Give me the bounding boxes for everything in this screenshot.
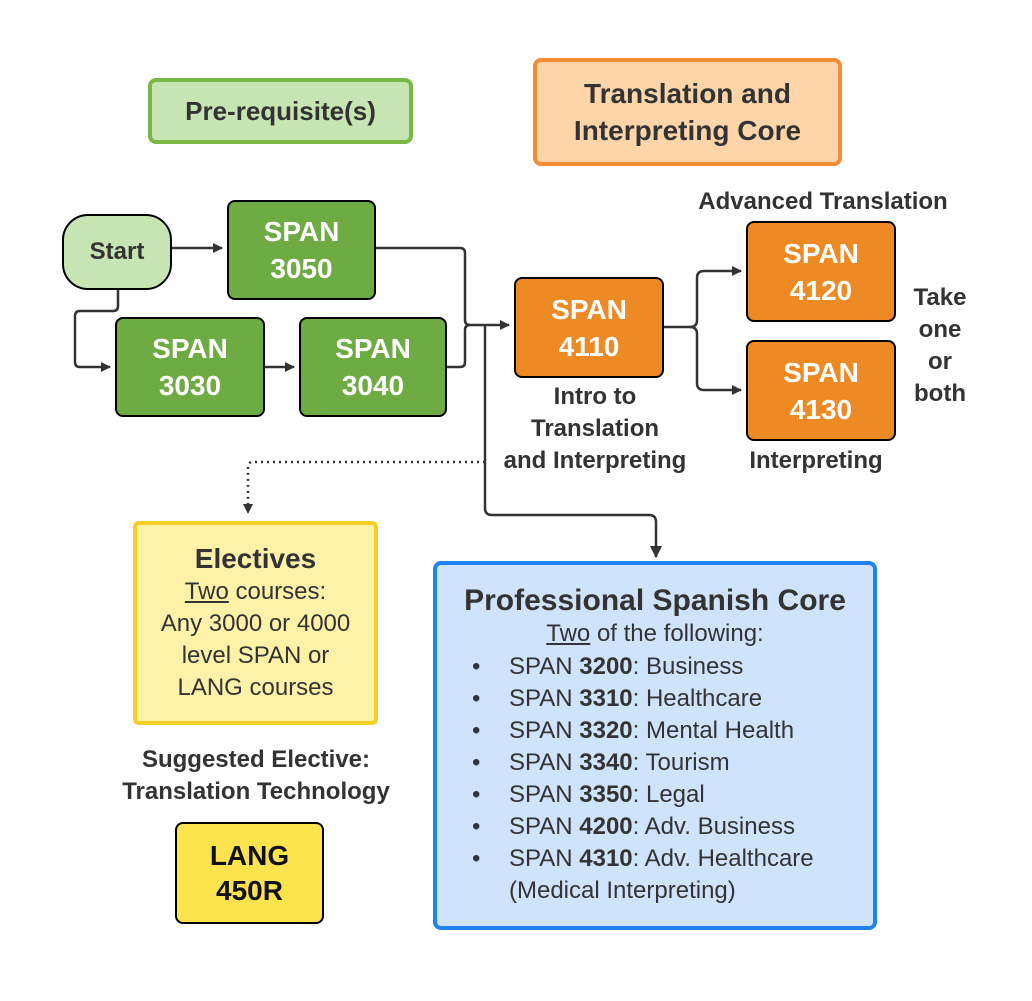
core-course-list: •SPAN 3200: Business •SPAN 3310: Healthc…: [437, 651, 873, 907]
list-item-continuation: (Medical Interpreting): [437, 875, 873, 907]
course-span-3030: SPAN 3030: [115, 317, 265, 417]
bullet-icon: •: [472, 685, 481, 712]
course-number: 3050: [270, 253, 333, 284]
label-or: or: [928, 348, 952, 375]
list-item: •SPAN 3340: Tourism: [437, 747, 873, 779]
course-number: 4120: [789, 274, 853, 306]
list-item: •SPAN 3320: Mental Health: [437, 715, 873, 747]
course-number: 4130: [789, 393, 853, 425]
arrow-3050-4110: [376, 246, 510, 330]
core-title: Professional Spanish Core: [464, 584, 846, 617]
label-intro-line3: and Interpreting: [503, 447, 687, 474]
course-subject: SPAN: [783, 356, 859, 388]
course-span-3040: SPAN 3040: [299, 317, 447, 417]
core-continuation: (Medical Interpreting): [509, 877, 736, 904]
electives-two: Two: [184, 578, 229, 605]
electives-courses-word: courses:: [228, 578, 327, 605]
course-span-4120: SPAN 4120: [746, 221, 896, 322]
arrow-4110-4130: [689, 325, 742, 395]
bullet-icon: •: [472, 653, 481, 680]
professional-spanish-core-box: Professional Spanish Core Two of the fol…: [433, 561, 877, 930]
arrow-4110-4120: [664, 266, 742, 329]
course-number: 3040: [341, 370, 405, 401]
course-subject: SPAN: [263, 216, 340, 247]
start-label: Start: [89, 238, 145, 265]
course-subject: SPAN: [551, 293, 627, 325]
course-lang-450r: LANG 450R: [175, 822, 324, 924]
course-subject: SPAN: [335, 333, 411, 364]
list-item: •SPAN 4310: Adv. Healthcare: [437, 843, 873, 875]
label-advanced-translation: Advanced Translation: [698, 188, 948, 215]
legend-prerequisites-label: Pre-requisite(s): [185, 95, 376, 126]
course-number: 3030: [158, 370, 222, 401]
bullet-icon: •: [472, 781, 481, 808]
arrow-to-core: [483, 325, 662, 558]
course-subject: SPAN: [152, 333, 228, 364]
legend-core: Translation and Interpreting Core: [533, 58, 842, 166]
label-take-one-or-both: Take one or both: [900, 282, 980, 410]
electives-title: Electives: [194, 543, 317, 574]
arrow-start-3030: [73, 290, 120, 372]
bullet-icon: •: [472, 845, 481, 872]
start-node: Start: [62, 214, 172, 290]
label-intro-translation-interpreting: Intro to Translation and Interpreting: [488, 381, 702, 477]
core-subtitle: Two of the following:: [437, 619, 873, 649]
list-item: •SPAN 4200: Adv. Business: [437, 811, 873, 843]
electives-box: Electives Two courses: Any 3000 or 4000 …: [133, 521, 378, 725]
label-interpreting: Interpreting: [749, 447, 883, 474]
bullet-icon: •: [472, 749, 481, 776]
label-intro-line2: Translation: [530, 415, 660, 442]
arrow-3040-4110: [447, 323, 471, 369]
list-item: •SPAN 3350: Legal: [437, 779, 873, 811]
label-intro-line1: Intro to: [553, 383, 637, 410]
legend-core-line2: Interpreting Core: [573, 115, 802, 146]
electives-line2: Any 3000 or 4000: [160, 610, 351, 637]
label-suggested-line2: Translation Technology: [122, 778, 390, 805]
course-subject: LANG: [209, 840, 290, 871]
list-item: •SPAN 3200: Business: [437, 651, 873, 683]
electives-line4: LANG courses: [177, 674, 334, 701]
bullet-icon: •: [472, 717, 481, 744]
course-number: 450R: [216, 875, 283, 906]
label-suggested-line1: Suggested Elective:: [141, 746, 371, 773]
course-number: 4110: [558, 330, 620, 362]
arrow-to-electives: [243, 460, 485, 514]
course-subject: SPAN: [783, 237, 859, 269]
course-span-3050: SPAN 3050: [227, 200, 376, 300]
core-sub-rest: of the following:: [590, 620, 764, 647]
course-span-4130: SPAN 4130: [746, 340, 896, 441]
label-one: one: [918, 316, 962, 343]
legend-prerequisites: Pre-requisite(s): [148, 78, 413, 144]
label-suggested-elective: Suggested Elective: Translation Technolo…: [96, 744, 416, 808]
legend-core-line1: Translation and: [584, 78, 791, 109]
label-both: both: [914, 380, 966, 407]
course-span-4110: SPAN 4110: [514, 277, 664, 378]
core-two: Two: [546, 620, 591, 647]
electives-line3: level SPAN or: [181, 642, 330, 669]
list-item: •SPAN 3310: Healthcare: [437, 683, 873, 715]
label-take: Take: [913, 284, 967, 311]
bullet-icon: •: [472, 813, 481, 840]
electives-line1: Two courses:: [185, 576, 326, 608]
